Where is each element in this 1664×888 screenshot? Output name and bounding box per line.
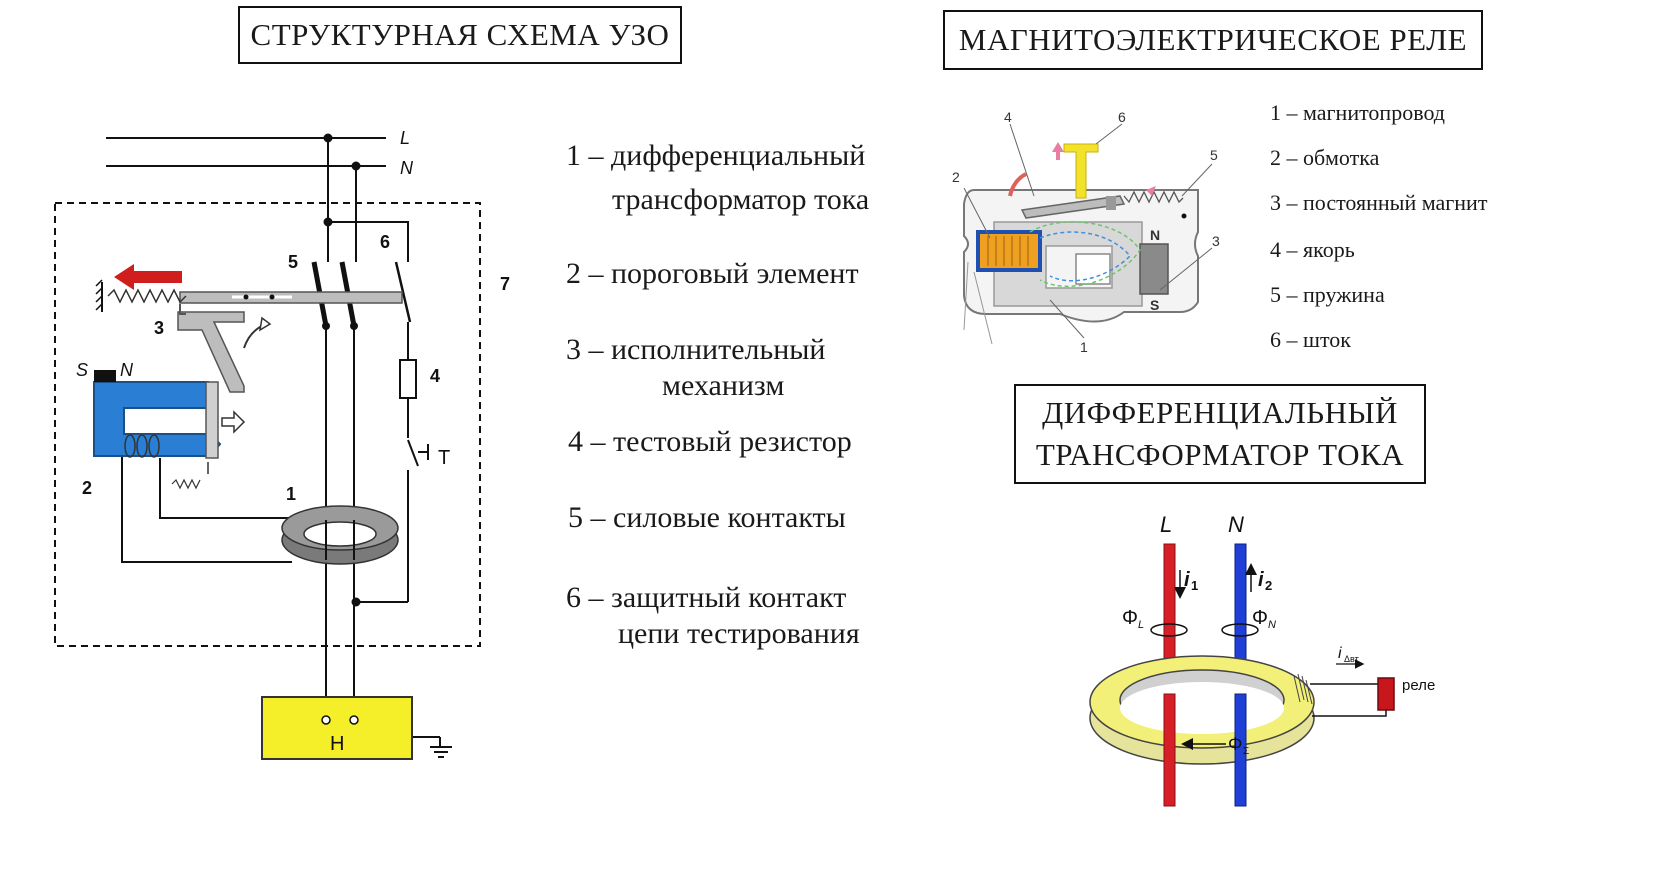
transformer-title-line2: ТРАНСФОРМАТОР ТОКА [1035,437,1405,472]
relay-title-text: МАГНИТОЭЛЕКТРИЧЕСКОЕ РЕЛЕ [958,22,1468,57]
relay-permanent-magnet [1139,243,1169,295]
tr-label-phiSum-sub: Σ [1243,746,1249,757]
relay-label-6: 6 [1118,109,1126,125]
tr-label-phiL-sub: L [1138,619,1144,631]
tr-label-phiSum: Φ [1228,734,1242,754]
relay-legend-item: 1 – магнитопровод [1270,100,1446,125]
label-H: Н [330,733,344,755]
tr-label-i1: i [1184,569,1190,591]
relay-rod [1063,143,1099,199]
legend-line: 4 – тестовый резистор [568,425,852,458]
tr-label-phiN-sub: N [1268,619,1276,631]
tr-label-phiL: Φ [1122,607,1138,629]
legend-line: цепи тестирования [618,617,860,650]
rcd-legend-item-2: 2 – пороговый элемент [566,256,859,292]
legend-line: механизм [662,369,785,402]
relay-legend-item: 5 – пружина [1270,282,1385,307]
rcd-legend-item-1: 1 – дифференциальный трансформатор тока [566,138,869,218]
transformer-relay [1377,677,1395,711]
tr-label-i2: i [1258,569,1264,591]
label-4: 4 [430,366,440,386]
tr-label-N: N [1228,512,1244,537]
test-resistor [399,359,417,399]
label-T: T [438,447,450,469]
magnet-core [93,381,222,457]
relay-label-4: 4 [1004,109,1012,125]
rcd-scheme-title-text: СТРУКТУРНАЯ СХЕМА УЗО [250,17,670,52]
transformer-title: ДИФФЕРЕНЦИАЛЬНЫЙ ТРАНСФОРМАТОР ТОКА [1014,384,1426,484]
wire-L-lower [1163,693,1176,807]
legend-line: трансформатор тока [612,183,870,216]
relay-legend-item: 6 – шток [1270,327,1351,352]
tr-label-i2-sub: 2 [1265,578,1272,593]
rcd-housing [54,202,481,647]
tr-label-L: L [1160,512,1172,537]
latch-spring [107,288,187,304]
load-box [261,696,413,760]
relay-label-2: 2 [952,169,960,185]
relay-title: МАГНИТОЭЛЕКТРИЧЕСКОЕ РЕЛЕ [943,10,1483,70]
transformer-title-line1: ДИФФЕРЕНЦИАЛЬНЫЙ [1042,395,1398,430]
relay-label-S: S [1150,297,1159,313]
relay-label-N: N [1150,227,1160,243]
label-1: 1 [286,484,296,504]
legend-line: 3 – исполнительный [566,333,826,366]
rcd-legend-item-6: 6 – защитный контакт цепи тестирования [566,580,860,652]
trip-direction-arrow [114,264,182,290]
legend-line: 6 – защитный контакт [566,581,847,614]
tr-label-iDiff-sub: Δвт [1344,654,1359,664]
wire-N-lower [1234,693,1247,807]
label-L: L [400,128,410,148]
rcd-scheme-title: СТРУКТУРНАЯ СХЕМА УЗО [238,6,682,64]
test-contact [394,261,412,323]
rcd-legend-item-5: 5 – силовые контакты [568,500,846,536]
tr-label-i1-sub: 1 [1191,578,1198,593]
legend-line: 5 – силовые контакты [568,501,846,534]
label-S: S [76,360,88,380]
relay-legend: 1 – магнитопровод 2 – обмотка 3 – постоя… [1270,100,1487,372]
legend-line: 1 – дифференциальный [566,139,866,172]
relay-spring [1123,190,1184,204]
magnet-pole-block [94,370,116,382]
relay-label-3: 3 [1212,233,1220,249]
tr-label-relay: реле [1402,677,1435,694]
label-7: 7 [500,274,510,294]
rcd-legend-item-3: 3 – исполнительный механизм [566,332,825,404]
tr-label-iDiff: i [1338,645,1342,662]
relay-legend-item: 4 – якорь [1270,237,1355,262]
relay-drawing: 4 6 5 2 3 1 N S [952,109,1220,355]
legend-line: 2 – пороговый элемент [566,257,859,290]
relay-label-5: 5 [1210,147,1218,163]
label-6: 6 [380,232,390,252]
transformer-drawing: L N i 1 i 2 Φ L Φ N Φ Σ i Δвт реле [1089,512,1435,807]
relay-coil [976,230,1042,272]
label-3: 3 [154,318,164,338]
relay-legend-item: 2 – обмотка [1270,145,1380,170]
label-2: 2 [82,478,92,498]
label-N-pole: N [120,360,134,380]
trip-lever [177,311,245,393]
relay-label-1: 1 [1080,339,1088,355]
tr-label-phiN: Φ [1252,607,1268,629]
relay-legend-item: 3 – постоянный магнит [1270,190,1488,215]
rcd-legend-item-4: 4 – тестовый резистор [568,424,852,460]
label-5: 5 [288,252,298,272]
label-N: N [400,158,414,178]
relay-armature [1020,195,1126,219]
